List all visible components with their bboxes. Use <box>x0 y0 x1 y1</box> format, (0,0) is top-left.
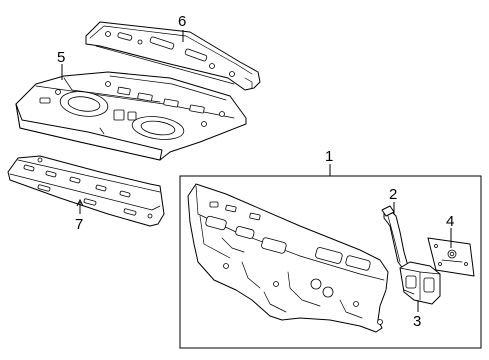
part-4-plate[interactable] <box>427 237 475 277</box>
part-6-rear-shelf-upper[interactable] <box>85 21 261 91</box>
callout-2: 2 <box>389 186 397 203</box>
callout-1: 1 <box>325 148 333 165</box>
callout-4: 4 <box>446 213 454 230</box>
part-7-reinforcement[interactable] <box>7 155 165 227</box>
callout-6: 6 <box>178 13 186 30</box>
part-2-bracket[interactable] <box>381 205 409 271</box>
callout-7: 7 <box>75 216 83 233</box>
callout-3: 3 <box>413 313 421 330</box>
callout-5: 5 <box>57 49 65 66</box>
part-1-rear-panel[interactable] <box>187 183 389 333</box>
leader-7-arrow <box>76 198 84 207</box>
part-3-box-bracket[interactable] <box>399 261 441 305</box>
part-5-package-shelf[interactable] <box>15 71 247 161</box>
